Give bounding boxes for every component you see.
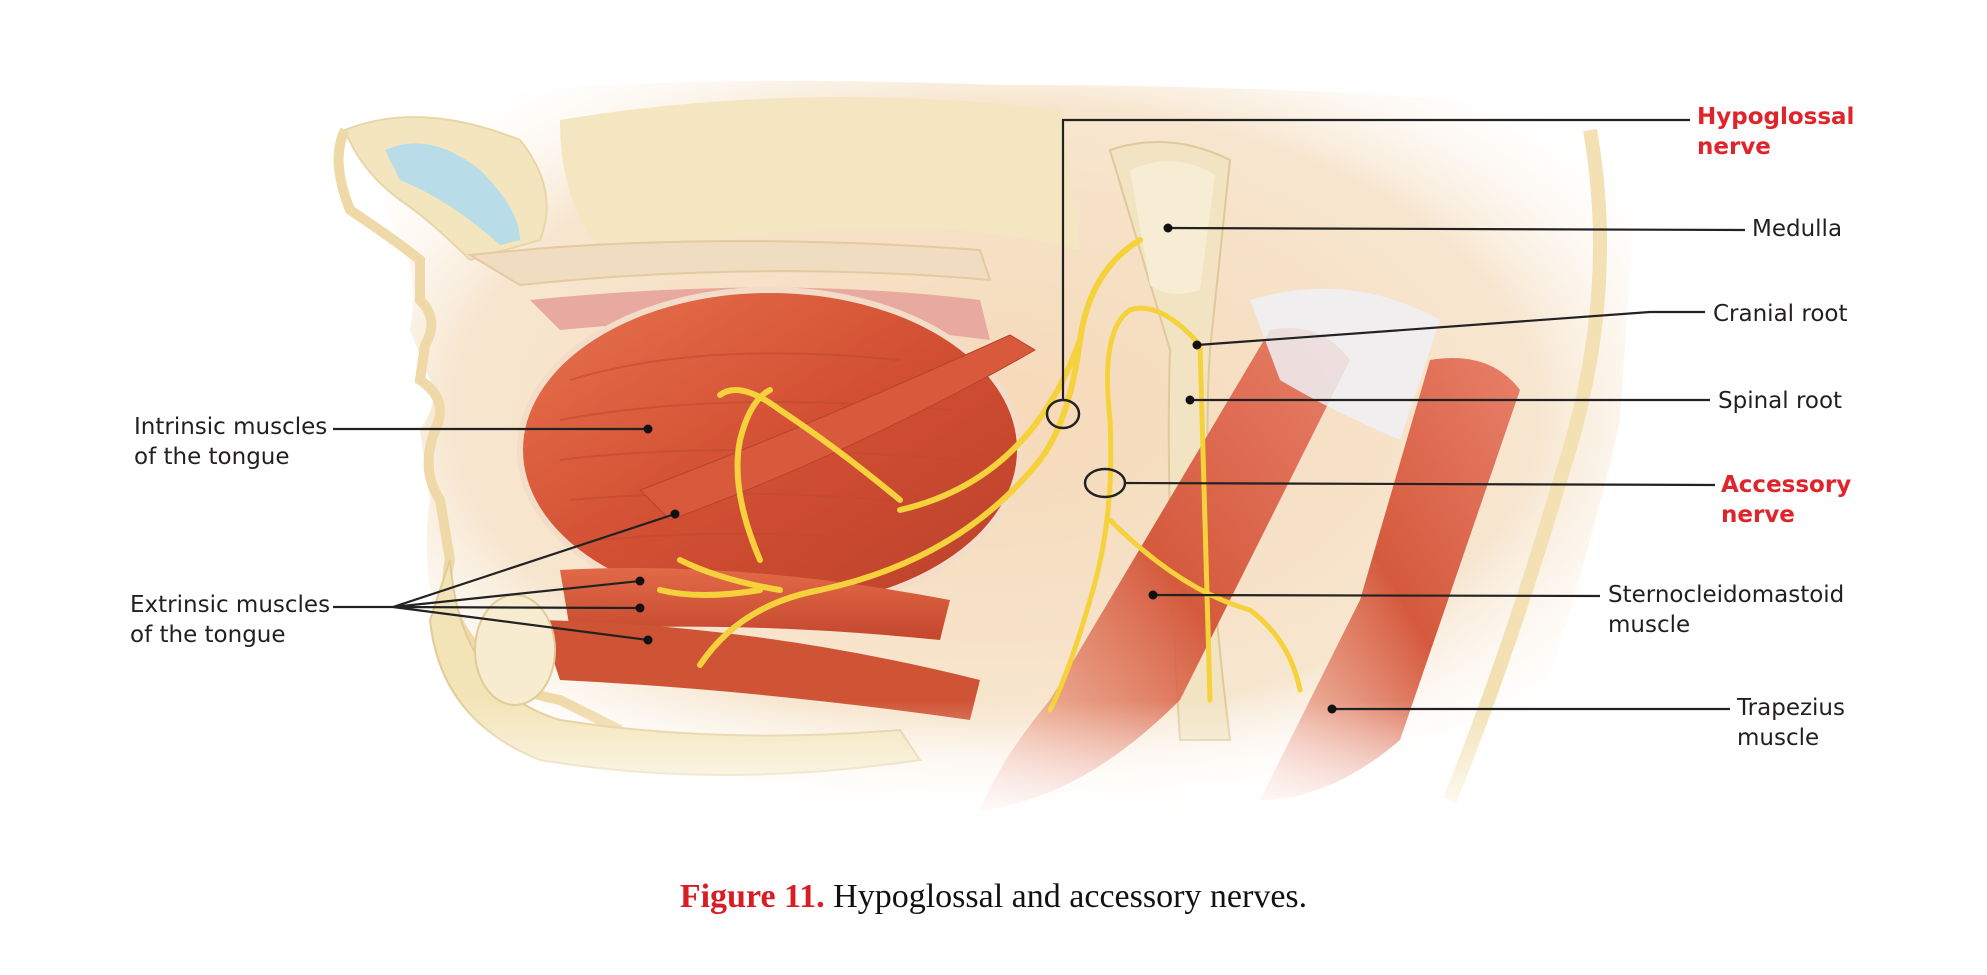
label-hypoglossal-line1: Hypoglossal <box>1697 104 1855 130</box>
label-trapezius-line1: Trapezius <box>1737 695 1845 721</box>
label-sternocleidomastoid: Sternocleidomastoid muscle <box>1608 580 1844 640</box>
face-profile <box>333 127 623 735</box>
label-scm-line1: Sternocleidomastoid <box>1608 582 1845 608</box>
bottom-fade <box>300 700 1700 830</box>
accessory-nerve-path <box>1047 305 1303 713</box>
label-cranial-root: Cranial root <box>1713 299 1848 329</box>
nasal-cavity <box>385 143 520 245</box>
label-trapezius-line2: muscle <box>1737 725 1820 751</box>
label-accessory-nerve: Accessory nerve <box>1721 470 1851 530</box>
label-spinal-root-text: Spinal root <box>1718 388 1843 414</box>
scm-tendon <box>1250 288 1440 440</box>
leader-dots <box>635 223 1337 714</box>
label-intrinsic-muscles: Intrinsic muscles of the tongue <box>134 412 327 472</box>
skull-base <box>560 97 1080 250</box>
label-scm-line2: muscle <box>1608 612 1691 638</box>
genioglossus-muscle <box>560 568 950 640</box>
hypoglossal-leader <box>1061 118 1690 400</box>
label-hypoglossal-line2: nerve <box>1697 134 1771 160</box>
label-hypoglossal-nerve: Hypoglossal nerve <box>1697 102 1854 162</box>
figure-caption-text: Hypoglossal and accessory nerves. <box>833 878 1308 915</box>
label-trapezius: Trapezius muscle <box>1737 693 1845 753</box>
trapezius-muscle <box>1260 358 1520 800</box>
accessory-leader <box>1124 481 1716 487</box>
label-intrinsic-line1: Intrinsic muscles <box>134 414 328 440</box>
label-spinal-root: Spinal root <box>1718 386 1842 416</box>
label-medulla: Medulla <box>1752 214 1842 244</box>
medulla-leader <box>1167 226 1746 232</box>
label-intrinsic-line2: of the tongue <box>134 444 290 470</box>
figure-number: Figure 11. <box>679 878 825 915</box>
scm-leader <box>1152 593 1601 598</box>
hypoglossal-nerve-path <box>657 237 1143 668</box>
label-extrinsic-line1: Extrinsic muscles <box>130 592 331 618</box>
hyoglossus-muscle <box>540 620 980 720</box>
label-cranial-root-text: Cranial root <box>1713 301 1848 327</box>
chin-bone <box>474 594 556 706</box>
label-medulla-text: Medulla <box>1752 216 1843 242</box>
leader-lines <box>333 118 1746 711</box>
cranial-root-leader <box>1196 310 1705 347</box>
palate <box>466 240 992 287</box>
label-extrinsic-muscles: Extrinsic muscles of the tongue <box>130 590 330 650</box>
label-extrinsic-line2: of the tongue <box>130 622 286 648</box>
label-accessory-line2: nerve <box>1721 502 1795 528</box>
label-accessory-line1: Accessory <box>1721 472 1852 498</box>
figure-caption: Figure 11. Hypoglossal and accessory ner… <box>0 878 1987 916</box>
extrinsic-leader <box>333 512 676 642</box>
